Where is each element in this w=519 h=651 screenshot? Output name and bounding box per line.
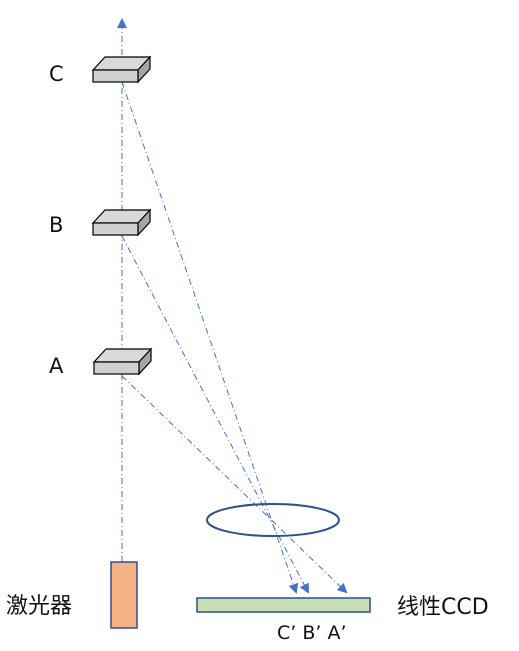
label-position-b: B xyxy=(49,213,63,237)
reflected-ray-c xyxy=(121,81,299,594)
label-position-c: C xyxy=(49,62,64,86)
label-laser: 激光器 xyxy=(6,594,72,619)
label-linear-ccd: 线性CCD xyxy=(397,595,489,620)
linear-ccd xyxy=(196,597,371,613)
reflected-ray-b xyxy=(121,235,309,594)
target-block-b xyxy=(91,208,152,237)
lens xyxy=(206,503,340,537)
reflected-ray-a xyxy=(121,375,348,594)
target-block-c xyxy=(91,55,152,84)
label-position-a: A xyxy=(49,354,64,378)
target-block-a xyxy=(92,347,153,376)
label-image-points: C’ B’ A’ xyxy=(277,622,347,644)
laser-source xyxy=(110,561,138,629)
